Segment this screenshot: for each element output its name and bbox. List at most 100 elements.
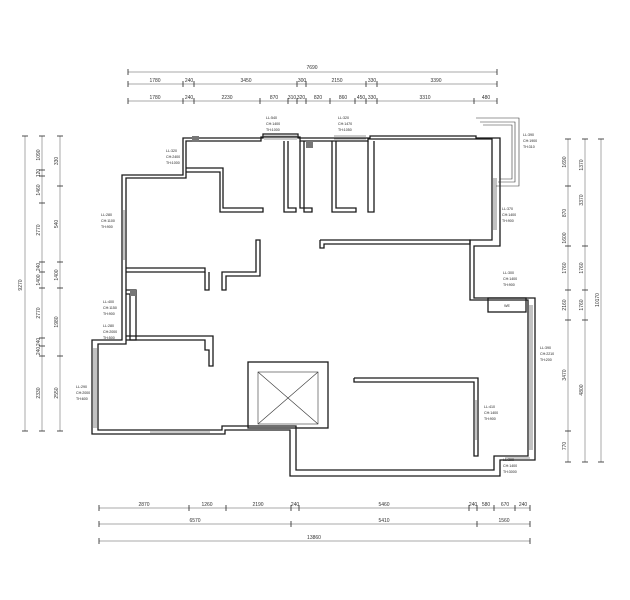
utility-label: WE <box>504 304 510 308</box>
opening-note-line: TH:900 <box>103 312 115 316</box>
dim-top-2-0: 1780 <box>149 95 160 101</box>
opening-note-line: CH:1400 <box>502 213 516 217</box>
dim-left-1-6: 2770 <box>36 307 42 318</box>
opening-note-line: TH:1000 <box>166 161 180 165</box>
opening-note-line: CH:2400 <box>166 155 180 159</box>
opening-note-line: LL:410 <box>484 405 495 409</box>
opening-note-line: LL:390 <box>523 133 534 137</box>
dim-top-2-3: 870 <box>270 95 279 101</box>
dim-left-2-0: 330 <box>54 157 60 166</box>
dim-left-1-5: 1400 <box>36 274 42 285</box>
opening-note-8: LL:280 CH:2000 TH:500 <box>103 324 117 340</box>
dim-bottom-overall: 13860 <box>307 535 321 541</box>
dim-top-1-4: 2150 <box>331 78 342 84</box>
dim-bottom-2-1: 5410 <box>378 518 389 524</box>
opening-note-0: LL:390 CH:1900 TH:310 <box>523 133 537 149</box>
top-dimension-chain: 7690 1780 240 3450 300 2150 330 3390 178… <box>127 65 498 104</box>
bottom-dimension-chain: 2870 1260 2190 240 5460 240 580 670 240 … <box>98 502 531 544</box>
dim-left-2-4: 2550 <box>54 387 60 398</box>
exterior-walls <box>91 133 536 477</box>
opening-note-line: LL:320 <box>338 116 349 120</box>
opening-note-line: TH:900 <box>502 219 514 223</box>
dim-bottom-2-2: 1560 <box>498 518 509 524</box>
dim-left-1-1: 120 <box>36 169 42 178</box>
opening-note-line: CH:1400 <box>503 464 517 468</box>
opening-note-10: LL:290 CH:2000 TH:600 <box>76 385 90 401</box>
dim-bottom-1-8: 240 <box>519 502 528 508</box>
opening-note-line: TH:900 <box>484 417 496 421</box>
opening-note-4: LL:280 CH:1100 TH:900 <box>101 213 115 229</box>
dim-top-2-11: 480 <box>482 95 491 101</box>
opening-note-12: LL:390 CH:1400 TH:3000 <box>503 458 517 474</box>
dim-right-2-6: 770 <box>562 442 568 451</box>
dim-top-1-0: 1780 <box>149 78 160 84</box>
opening-note-line: TH:310 <box>523 145 535 149</box>
opening-note-3: LL:320 CH:2400 TH:1000 <box>166 149 180 165</box>
dim-right-1-4: 4800 <box>579 384 585 395</box>
opening-note-line: TH:900 <box>101 225 113 229</box>
dim-bottom-1-6: 580 <box>482 502 491 508</box>
dim-left-1-2: 1460 <box>36 184 42 195</box>
dim-top-2-2: 2230 <box>221 95 232 101</box>
dim-right-2-4: 2160 <box>562 299 568 310</box>
opening-note-line: LL:280 <box>101 213 112 217</box>
dim-top-overall: 7690 <box>306 65 317 71</box>
opening-note-line: TH:1000 <box>266 128 280 132</box>
opening-note-line: TH:900 <box>503 283 515 287</box>
dim-right-1-3: 1760 <box>579 299 585 310</box>
bay-window <box>476 117 520 187</box>
opening-note-line: TH:200 <box>540 358 552 362</box>
opening-note-6: LL:300 CH:1400 TH:900 <box>503 271 517 287</box>
opening-note-9: LL:390 CH:2210 TH:200 <box>540 346 554 362</box>
opening-note-line: CH:1100 <box>101 219 115 223</box>
dim-left-2-2: 1400 <box>54 269 60 280</box>
dim-left-1-8: 240 <box>36 347 42 356</box>
dim-top-2-4: 310 <box>288 95 297 101</box>
opening-note-line: LL:390 <box>540 346 551 350</box>
opening-note-line: LL:290 <box>76 385 87 389</box>
interior-walls <box>126 141 479 457</box>
dim-left-1-7: 240 <box>36 338 42 347</box>
opening-note-line: TH:1050 <box>338 128 352 132</box>
opening-note-2: LL:320 CH:1470 TH:1050 <box>338 116 352 132</box>
windows <box>93 135 533 459</box>
dim-right-overall: 10170 <box>595 293 601 307</box>
dim-top-2-10: 3310 <box>419 95 430 101</box>
dim-top-2-1: 240 <box>185 95 194 101</box>
dim-right-1-0: 1370 <box>579 159 585 170</box>
opening-note-5: LL:370 CH:1400 TH:900 <box>502 207 516 223</box>
dim-left-2-3: 1980 <box>54 316 60 327</box>
opening-note-line: CH:2000 <box>76 391 90 395</box>
dim-left-1-0: 1090 <box>36 149 42 160</box>
opening-note-line: CH:1900 <box>523 139 537 143</box>
hatched-columns <box>130 136 313 296</box>
dim-top-1-3: 300 <box>298 78 307 84</box>
opening-note-line: CH:1400 <box>503 277 517 281</box>
opening-note-7: LL:400 CH:1150 TH:900 <box>103 300 117 316</box>
left-dimension-chain: 9270 1090 120 1460 2770 240 1400 2770 24… <box>18 135 63 432</box>
opening-note-line: TH:3000 <box>503 470 517 474</box>
opening-note-line: CH:1400 <box>484 411 498 415</box>
dim-bottom-1-1: 1260 <box>201 502 212 508</box>
right-dimension-chain: 1690 870 1600 1760 2160 3470 770 1370 33… <box>562 138 604 463</box>
dim-right-2-2: 1600 <box>562 232 568 243</box>
dim-bottom-1-4: 5460 <box>378 502 389 508</box>
opening-notes: LL:390 CH:1900 TH:310 LL:540 CH:1400 TH:… <box>76 116 554 474</box>
dim-bottom-1-7: 670 <box>501 502 510 508</box>
opening-note-line: LL:300 <box>503 271 514 275</box>
opening-note-line: LL:280 <box>103 324 114 328</box>
opening-note-line: CH:1150 <box>103 306 117 310</box>
dim-top-1-6: 3390 <box>430 78 441 84</box>
dim-left-1-9: 2330 <box>36 387 42 398</box>
dim-top-1-1: 240 <box>185 78 194 84</box>
dim-right-1-1: 3370 <box>579 194 585 205</box>
dim-top-2-9: 330 <box>368 95 377 101</box>
opening-note-line: LL:400 <box>103 300 114 304</box>
opening-note-line: CH:2000 <box>103 330 117 334</box>
opening-note-line: CH:2210 <box>540 352 554 356</box>
dim-top-1-5: 330 <box>368 78 377 84</box>
dim-top-2-8: 450 <box>357 95 366 101</box>
opening-note-line: TH:500 <box>103 336 115 340</box>
dim-bottom-2-0: 6570 <box>189 518 200 524</box>
